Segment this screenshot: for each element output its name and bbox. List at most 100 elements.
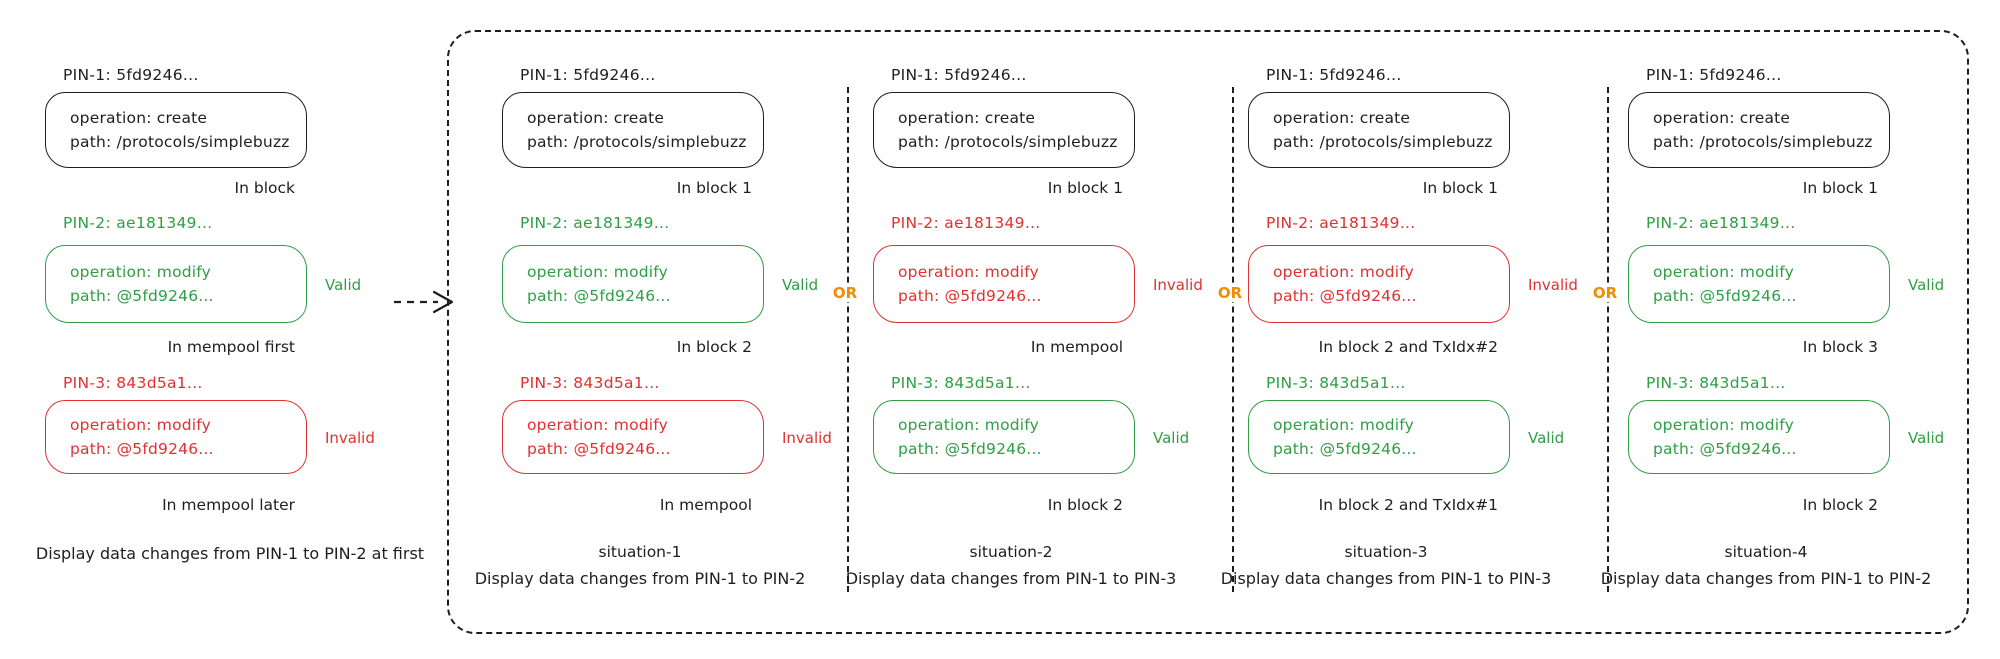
or-label: OR bbox=[1588, 285, 1622, 302]
path-line: path: @5fd9246... bbox=[70, 440, 214, 458]
intro-panel: PIN-1: 5fd9246... operation: create path… bbox=[33, 62, 424, 642]
pin1-caption: In block 1 bbox=[1422, 179, 1498, 197]
pin1-label: PIN-1: 5fd9246... bbox=[520, 66, 656, 84]
pin3-label: PIN-3: 843d5a1... bbox=[1266, 374, 1406, 392]
panel-divider bbox=[1232, 87, 1234, 592]
pin3-caption: In block 2 and TxIdx#1 bbox=[1318, 496, 1498, 514]
path-line: path: @5fd9246... bbox=[527, 287, 671, 305]
situation-name: situation-4 bbox=[1724, 543, 1808, 561]
op-line: operation: modify bbox=[1273, 263, 1415, 281]
pin3-box: operation: modify path: @5fd9246... bbox=[45, 400, 307, 474]
or-label: OR bbox=[1213, 285, 1247, 302]
pin3-label: PIN-3: 843d5a1... bbox=[63, 374, 203, 392]
situations-container bbox=[447, 30, 1969, 634]
pin1-label: PIN-1: 5fd9246... bbox=[1646, 66, 1782, 84]
pin1-caption: In block 1 bbox=[1047, 179, 1123, 197]
pin1-box: operation: create path: /protocols/simpl… bbox=[45, 92, 307, 168]
pin2-box: operation: modify path: @5fd9246... bbox=[873, 245, 1135, 323]
pin1-label: PIN-1: 5fd9246... bbox=[1266, 66, 1402, 84]
dashed-arrow-icon bbox=[392, 288, 458, 316]
pin1-box: operation: create path: /protocols/simpl… bbox=[1628, 92, 1890, 168]
situation-footer-text: Display data changes from PIN-1 to PIN-3 bbox=[1220, 569, 1552, 588]
pin3-status: Invalid bbox=[782, 429, 832, 447]
situation-footer-text: Display data changes from PIN-1 to PIN-2 bbox=[1600, 569, 1932, 588]
path-line: path: /protocols/simplebuzz bbox=[1273, 133, 1493, 151]
path-line: path: @5fd9246... bbox=[70, 287, 214, 305]
op-line: operation: create bbox=[1273, 109, 1411, 127]
situation-panel-3: PIN-1: 5fd9246... operation: create path… bbox=[1221, 62, 1578, 642]
panel-divider bbox=[1607, 87, 1609, 592]
pin1-box: operation: create path: /protocols/simpl… bbox=[873, 92, 1135, 168]
pin3-label: PIN-3: 843d5a1... bbox=[891, 374, 1031, 392]
pin1-box: operation: create path: /protocols/simpl… bbox=[502, 92, 764, 168]
situation-name: situation-3 bbox=[1344, 543, 1428, 561]
situation-footer-text: Display data changes from PIN-1 to PIN-3 bbox=[845, 569, 1177, 588]
path-line: path: @5fd9246... bbox=[1653, 440, 1797, 458]
pin2-status: Invalid bbox=[1153, 276, 1203, 294]
op-line: operation: create bbox=[527, 109, 665, 127]
panel-divider bbox=[847, 87, 849, 592]
path-line: path: @5fd9246... bbox=[1653, 287, 1797, 305]
pin1-caption: In block bbox=[234, 179, 295, 197]
pin2-caption: In mempool bbox=[1030, 338, 1123, 356]
situation-panel-4: PIN-1: 5fd9246... operation: create path… bbox=[1601, 62, 1956, 642]
pin2-caption: In block 2 and TxIdx#2 bbox=[1318, 338, 1498, 356]
pin2-status: Valid bbox=[325, 276, 362, 294]
op-line: operation: create bbox=[898, 109, 1036, 127]
path-line: path: @5fd9246... bbox=[898, 440, 1042, 458]
op-line: operation: modify bbox=[70, 416, 212, 434]
pin1-label: PIN-1: 5fd9246... bbox=[891, 66, 1027, 84]
path-line: path: /protocols/simplebuzz bbox=[898, 133, 1118, 151]
pin2-box: operation: modify path: @5fd9246... bbox=[45, 245, 307, 323]
path-line: path: /protocols/simplebuzz bbox=[527, 133, 747, 151]
intro-footer-text: Display data changes from PIN-1 to PIN-2… bbox=[35, 544, 425, 563]
op-line: operation: modify bbox=[1653, 263, 1795, 281]
pin2-box: operation: modify path: @5fd9246... bbox=[1628, 245, 1890, 323]
or-label: OR bbox=[828, 285, 862, 302]
op-line: operation: modify bbox=[527, 263, 669, 281]
pin1-caption: In block 1 bbox=[676, 179, 752, 197]
pin2-label: PIN-2: ae181349... bbox=[891, 214, 1041, 232]
pin2-label: PIN-2: ae181349... bbox=[1646, 214, 1796, 232]
situation-footer-text: Display data changes from PIN-1 to PIN-2 bbox=[474, 569, 806, 588]
pin3-status: Valid bbox=[1908, 429, 1945, 447]
situation-panel-2: PIN-1: 5fd9246... operation: create path… bbox=[846, 62, 1203, 642]
op-line: operation: create bbox=[1653, 109, 1791, 127]
pin2-caption: In block 3 bbox=[1802, 338, 1878, 356]
pin3-status: Valid bbox=[1528, 429, 1565, 447]
path-line: path: /protocols/simplebuzz bbox=[1653, 133, 1873, 151]
pin2-status: Invalid bbox=[1528, 276, 1578, 294]
pin3-box: operation: modify path: @5fd9246... bbox=[1248, 400, 1510, 474]
pin2-label: PIN-2: ae181349... bbox=[1266, 214, 1416, 232]
situation-name: situation-1 bbox=[598, 543, 682, 561]
pin2-box: operation: modify path: @5fd9246... bbox=[502, 245, 764, 323]
pin3-box: operation: modify path: @5fd9246... bbox=[873, 400, 1135, 474]
pin2-caption: In mempool first bbox=[167, 338, 295, 356]
pin1-box: operation: create path: /protocols/simpl… bbox=[1248, 92, 1510, 168]
op-line: operation: modify bbox=[898, 263, 1040, 281]
pin1-caption: In block 1 bbox=[1802, 179, 1878, 197]
path-line: path: /protocols/simplebuzz bbox=[70, 133, 290, 151]
pin2-caption: In block 2 bbox=[676, 338, 752, 356]
pin2-box: operation: modify path: @5fd9246... bbox=[1248, 245, 1510, 323]
pin3-caption: In block 2 bbox=[1047, 496, 1123, 514]
op-line: operation: modify bbox=[70, 263, 212, 281]
situation-panel-1: PIN-1: 5fd9246... operation: create path… bbox=[475, 62, 832, 642]
pin3-caption: In mempool later bbox=[162, 496, 295, 514]
op-line: operation: create bbox=[70, 109, 208, 127]
pin3-status: Invalid bbox=[325, 429, 375, 447]
pin2-status: Valid bbox=[1908, 276, 1945, 294]
path-line: path: @5fd9246... bbox=[1273, 287, 1417, 305]
path-line: path: @5fd9246... bbox=[1273, 440, 1417, 458]
pin3-label: PIN-3: 843d5a1... bbox=[520, 374, 660, 392]
op-line: operation: modify bbox=[898, 416, 1040, 434]
pin2-status: Valid bbox=[782, 276, 819, 294]
op-line: operation: modify bbox=[1653, 416, 1795, 434]
pin2-label: PIN-2: ae181349... bbox=[520, 214, 670, 232]
op-line: operation: modify bbox=[1273, 416, 1415, 434]
pin3-box: operation: modify path: @5fd9246... bbox=[502, 400, 764, 474]
path-line: path: @5fd9246... bbox=[898, 287, 1042, 305]
pin3-box: operation: modify path: @5fd9246... bbox=[1628, 400, 1890, 474]
pin3-caption: In block 2 bbox=[1802, 496, 1878, 514]
